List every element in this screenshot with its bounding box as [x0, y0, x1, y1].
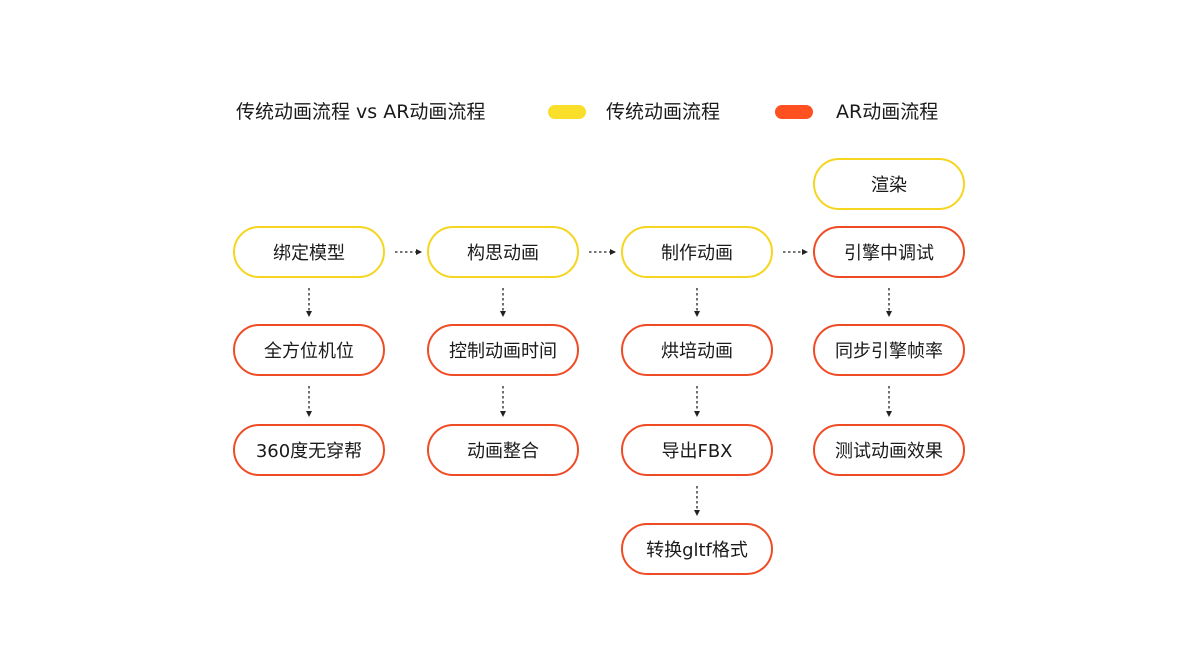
- flow-node-0-1: 全方位机位: [233, 324, 385, 376]
- flow-node-1-0: 构思动画: [427, 226, 579, 278]
- flow-node-0-2: 360度无穿帮: [233, 424, 385, 476]
- flow-node-2-0: 制作动画: [621, 226, 773, 278]
- flow-node-0-0: 绑定模型: [233, 226, 385, 278]
- legend-swatch-ar: [775, 105, 813, 119]
- diagram-title: 传统动画流程 vs AR动画流程: [236, 101, 486, 123]
- flow-node-3-2: 同步引擎帧率: [813, 324, 965, 376]
- flow-node-1-1: 控制动画时间: [427, 324, 579, 376]
- legend-label-ar: AR动画流程: [836, 101, 939, 123]
- flow-node-3-0: 渲染: [813, 158, 965, 210]
- flow-node-3-1: 引擎中调试: [813, 226, 965, 278]
- flow-node-1-2: 动画整合: [427, 424, 579, 476]
- flow-node-2-2: 导出FBX: [621, 424, 773, 476]
- legend-label-traditional: 传统动画流程: [606, 101, 721, 123]
- flow-node-3-3: 测试动画效果: [813, 424, 965, 476]
- flow-node-2-1: 烘培动画: [621, 324, 773, 376]
- legend-swatch-traditional: [548, 105, 586, 119]
- flow-node-2-3: 转换gltf格式: [621, 523, 773, 575]
